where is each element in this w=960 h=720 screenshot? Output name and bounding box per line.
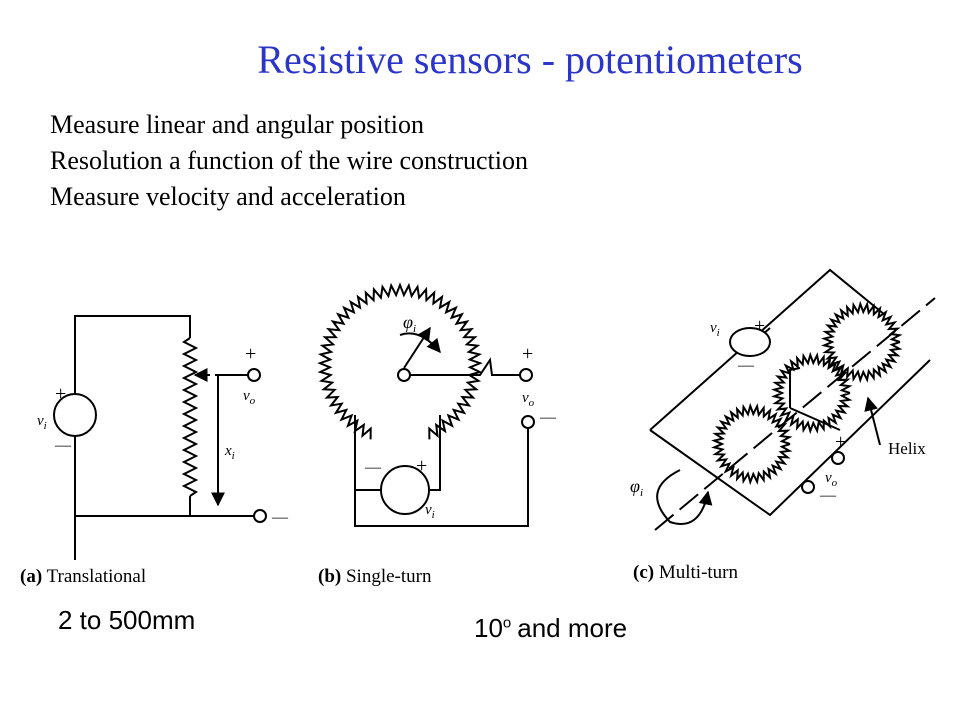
bullet-list: Measure linear and angular position Reso… (50, 107, 528, 215)
wiper-line (410, 357, 520, 376)
angle-label: φi (630, 476, 643, 499)
rotation-arrow (656, 469, 713, 525)
circuit-wire (75, 496, 255, 517)
helix-coil (821, 300, 903, 384)
output-terminal-positive (831, 451, 845, 465)
plus-sign: + (522, 343, 533, 365)
helix-coil (711, 402, 793, 486)
multi-turn-potentiometer (649, 268, 936, 531)
output-terminal-negative (801, 480, 815, 494)
caption-letter: (a) (20, 566, 43, 587)
helix-coils (711, 300, 903, 486)
caption-text: Translational (42, 566, 147, 587)
wiper-line (789, 367, 841, 431)
minus-sign: — (271, 509, 289, 526)
potentiometer-diagrams: + — vi + vo xi — φi + vo — — + vi (37, 268, 936, 560)
caption-single-turn: (b) Single-turn (318, 566, 431, 588)
degree-superscript: o (502, 614, 512, 632)
angle-label: φi (403, 312, 416, 335)
source-voltage-label: vi (37, 413, 47, 432)
range-number: 10 (474, 613, 503, 643)
output-terminal-negative (521, 415, 535, 429)
output-terminal-positive (247, 368, 261, 382)
circuit-wire (649, 268, 886, 431)
minus-sign: — (539, 409, 557, 426)
circuit-wire (354, 415, 529, 527)
voltage-source-symbol (729, 327, 771, 357)
helix-label: Helix (888, 439, 926, 458)
range-tail: and more (517, 613, 628, 643)
circuit-wire (355, 415, 441, 491)
circuit-wire (74, 315, 191, 560)
single-turn-range-note: 10o and more (474, 613, 627, 644)
helix-coil (771, 351, 853, 435)
output-voltage-label: vo (522, 390, 535, 409)
bullet-item: Measure velocity and acceleration (50, 182, 406, 211)
resistor-zigzag (181, 337, 199, 497)
caption-letter: (b) (318, 566, 342, 587)
voltage-source-symbol (380, 465, 430, 515)
caption-multi-turn: (c) Multi-turn (633, 562, 738, 584)
slide-title: Resistive sensors - potentiometers (257, 37, 803, 82)
single-turn-potentiometer (317, 282, 535, 527)
bullet-item: Measure linear and angular position (50, 110, 424, 139)
translational-range-note: 2 to 500mm (58, 605, 196, 635)
bullet-item: Resolution a function of the wire constr… (50, 146, 529, 175)
output-voltage-label: vo (243, 388, 256, 407)
output-voltage-label: vo (825, 470, 838, 489)
displacement-label: xi (224, 443, 235, 462)
output-terminal-positive (519, 368, 533, 382)
caption-letter: (c) (633, 562, 655, 583)
source-voltage-label: vi (425, 502, 435, 521)
plus-sign: + (835, 431, 846, 453)
plus-sign: + (754, 315, 765, 337)
translational-potentiometer (53, 315, 267, 560)
plus-sign: + (55, 383, 66, 405)
minus-sign: — (364, 459, 382, 476)
caption-translational: (a) Translational (20, 566, 146, 588)
minus-sign: — (819, 487, 837, 504)
source-voltage-label: vi (710, 320, 720, 339)
plus-sign: + (245, 343, 256, 365)
wiper-arrow (195, 375, 219, 500)
shaft-axis (654, 297, 936, 531)
plus-sign: + (416, 455, 427, 477)
minus-sign: — (737, 357, 755, 374)
helix-pointer-arrow (864, 396, 881, 446)
caption-text: Single-turn (341, 566, 432, 587)
output-terminal-negative (253, 509, 267, 523)
wiper-pivot-terminal (397, 368, 411, 382)
wiper-arrow (403, 326, 431, 369)
minus-sign: — (54, 437, 72, 454)
caption-text: Multi-turn (654, 562, 739, 583)
resistor-ring-zigzag (317, 282, 483, 440)
